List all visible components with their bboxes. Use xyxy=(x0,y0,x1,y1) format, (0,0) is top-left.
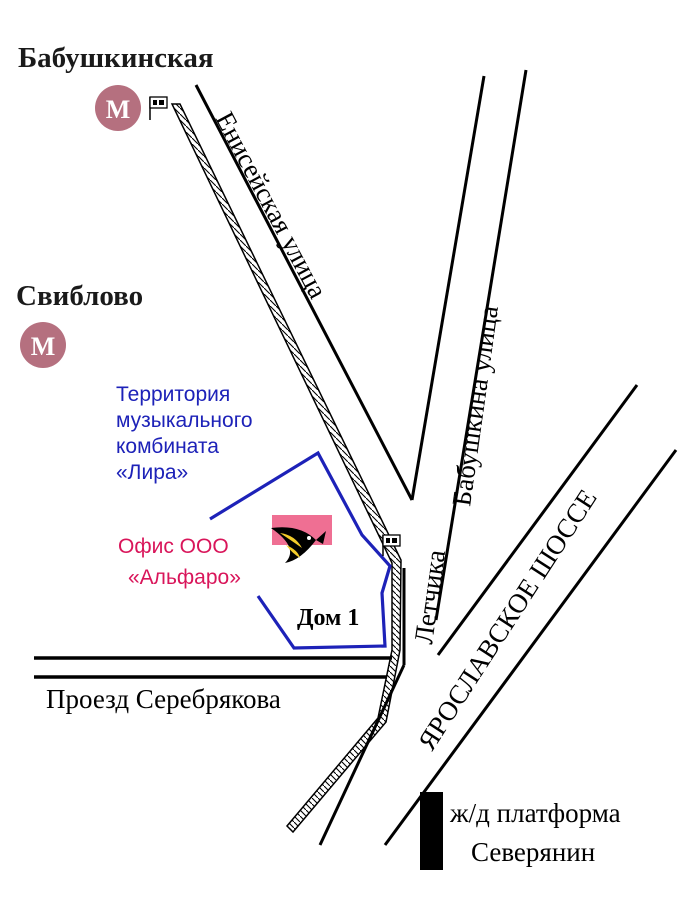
babushkina-road xyxy=(410,69,528,621)
territory-label-line: Территория xyxy=(116,383,230,406)
metro-badge-icon xyxy=(20,322,66,368)
fish-logo-icon xyxy=(271,527,326,563)
metro-babushkinskaya[interactable]: M xyxy=(95,85,141,131)
railway-label-line1: ж/д платформа xyxy=(449,798,621,828)
yaroslavskoe-road xyxy=(318,384,678,846)
railway-platform-icon xyxy=(420,792,443,870)
territory-outline xyxy=(209,450,392,650)
building-label: Дом 1 xyxy=(297,605,359,631)
metro-sviblovo[interactable]: M xyxy=(20,322,66,368)
street-label-babushkina: Бабушкина улица xyxy=(446,304,504,508)
tram-stop-icon xyxy=(149,96,168,120)
office-label: Офис ООО «Альфаро» xyxy=(118,535,241,589)
territory-label: Территория музыкального комбината «Лира» xyxy=(116,383,253,484)
serebryakova-road xyxy=(34,656,392,679)
metro-symbol: M xyxy=(106,95,131,124)
metro-symbol: M xyxy=(31,332,56,361)
tram-track-hatched xyxy=(170,103,402,834)
street-label-serebryakova: Проезд Серебрякова xyxy=(46,684,281,714)
territory-label-line: «Лира» xyxy=(116,461,188,484)
station-label-sviblovo: Свиблово xyxy=(16,280,143,312)
territory-label-line: комбината xyxy=(116,435,219,458)
street-label-letchika: Летчика xyxy=(408,548,451,646)
territory-label-line: музыкального xyxy=(116,409,253,432)
eniseyskaya-road xyxy=(170,84,414,834)
tram-stop-icon xyxy=(382,534,401,556)
office-label-line: Офис ООО xyxy=(118,535,229,558)
railway-label-line2: Северянин xyxy=(471,837,595,867)
station-label-babushkinskaya: Бабушкинская xyxy=(18,42,214,74)
office-label-line: «Альфаро» xyxy=(128,566,241,589)
metro-badge-icon xyxy=(95,85,141,131)
office-marker[interactable] xyxy=(271,515,332,563)
